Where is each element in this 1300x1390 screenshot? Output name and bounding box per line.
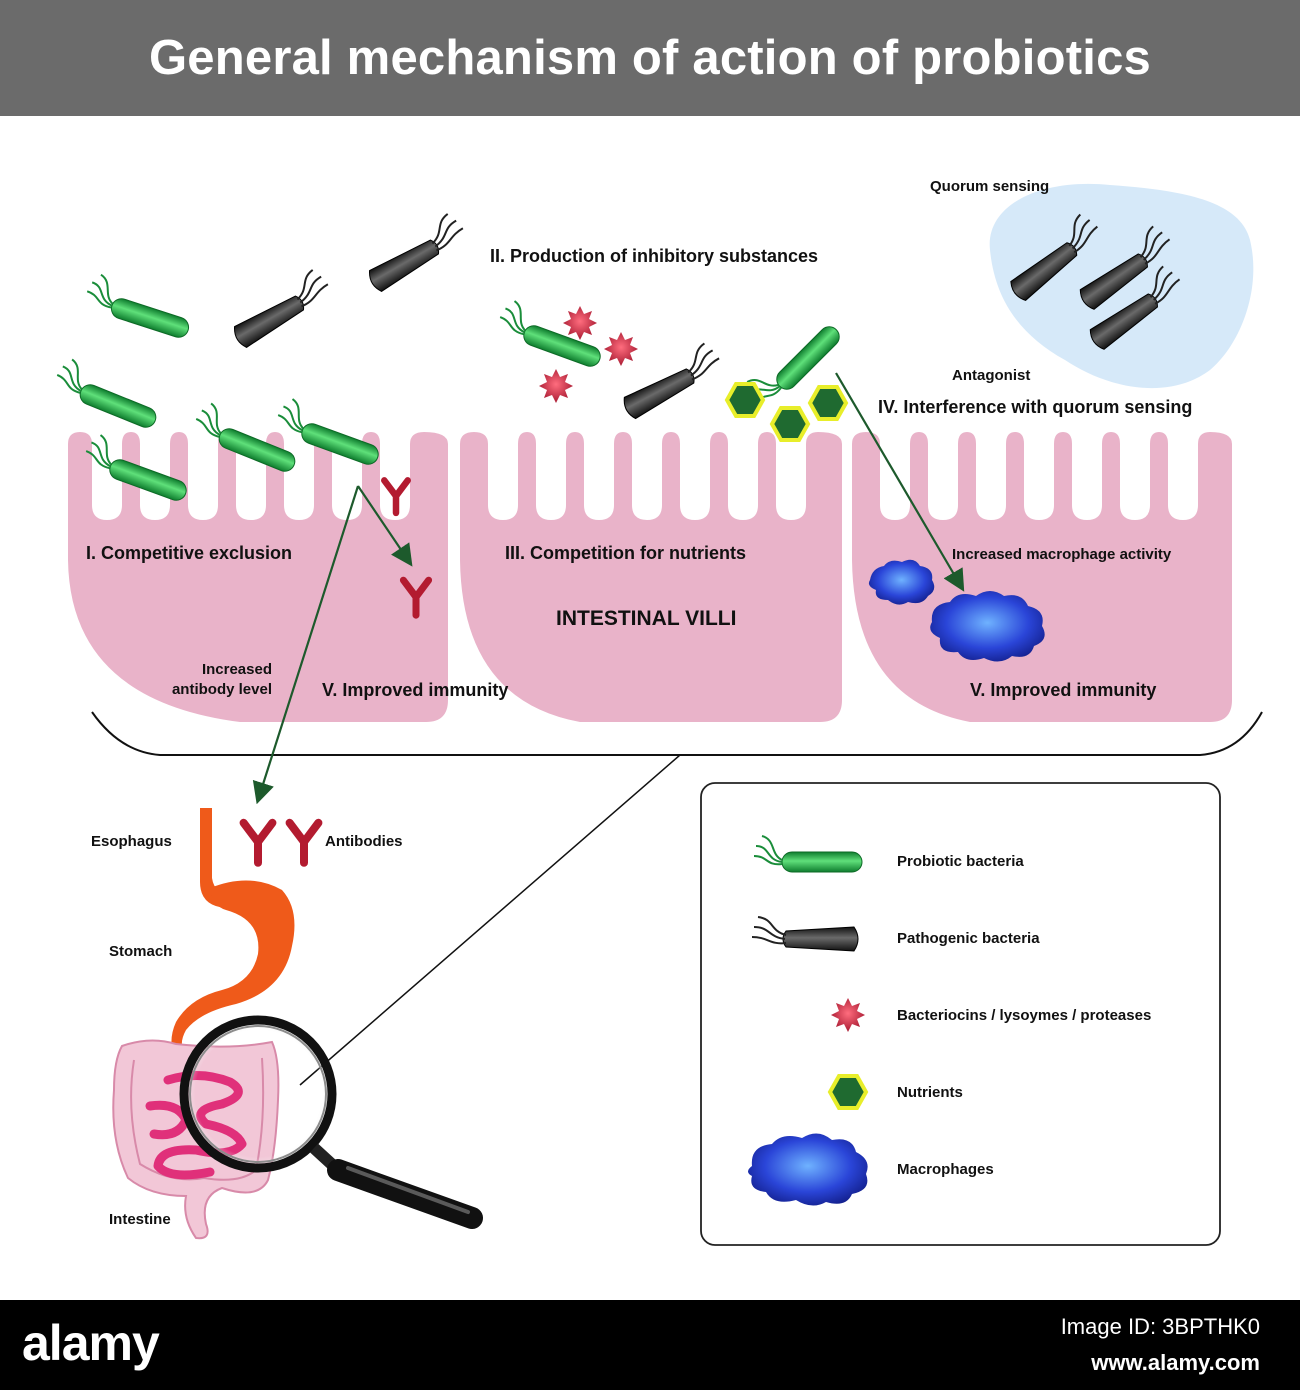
legend-label: Pathogenic bacteria [897, 930, 1040, 947]
arrow-to-antibody [357, 485, 413, 567]
zoom-line-left [299, 754, 681, 1086]
villi-left [68, 432, 448, 722]
label-increased-antibody-2: antibody level [172, 681, 272, 698]
antibody-icon [384, 480, 407, 513]
label-production-inhibitory: II. Production of inhibitory substances [490, 246, 818, 266]
label-intestine: Intestine [109, 1211, 171, 1228]
esophagus [200, 808, 226, 908]
diagram-canvas: Quorum sensing II. Production of inhibit… [50, 178, 1263, 1246]
bacteriocins [539, 306, 638, 403]
probiotic-bacterium [189, 399, 305, 476]
label-improved-immunity-right: V. Improved immunity [970, 680, 1156, 700]
label-macrophage-activity: Increased macrophage activity [952, 546, 1172, 563]
legend: Probiotic bacteria Pathogenic bacteria B… [700, 782, 1221, 1246]
footer-bar: alamy Image ID: 3BPTHK0 www.alamy.com [0, 1300, 1300, 1390]
label-antagonist: Antagonist [952, 367, 1030, 384]
legend-label: Macrophages [897, 1161, 994, 1178]
nutrients [724, 382, 849, 442]
footer-url: www.alamy.com [1091, 1350, 1260, 1375]
magnifying-glass-icon [179, 1015, 483, 1229]
antibody-icon [244, 823, 273, 863]
footer-brand: alamy [22, 1315, 160, 1371]
label-esophagus: Esophagus [91, 833, 172, 850]
label-competitive-exclusion: I. Competitive exclusion [86, 543, 292, 563]
footer-image-id: Image ID: 3BPTHK0 [1060, 1314, 1260, 1339]
bacteriocin-icon [831, 998, 865, 1032]
label-stomach: Stomach [109, 943, 172, 960]
antibody-icon [290, 823, 319, 863]
label-intestinal-villi: INTESTINAL VILLI [556, 607, 736, 630]
pathogenic-bacterium [225, 265, 336, 351]
nutrient-icon [827, 1074, 869, 1110]
legend-label: Nutrients [897, 1084, 963, 1101]
macrophage-large [930, 591, 1045, 662]
legend-label: Bacteriocins / lysoymes / proteases [897, 1007, 1151, 1024]
arrow-to-body [252, 485, 360, 805]
macrophage-small [868, 559, 935, 605]
label-antibodies: Antibodies [325, 833, 403, 850]
label-increased-antibody-1: Increased [202, 661, 272, 678]
stomach [171, 880, 295, 1064]
probiotic-bacterium [81, 271, 198, 341]
villi-middle [460, 432, 842, 722]
pathogenic-bacterium [615, 339, 727, 422]
arrow-to-macrophage [835, 372, 965, 592]
label-interference-quorum: IV. Interference with quorum sensing [878, 397, 1192, 417]
pathogenic-bacterium [360, 209, 471, 295]
label-improved-immunity-left: V. Improved immunity [322, 680, 508, 700]
label-competition-nutrients: III. Competition for nutrients [505, 543, 746, 563]
title-banner: General mechanism of action of probiotic… [0, 0, 1300, 116]
label-quorum-sensing: Quorum sensing [930, 178, 1049, 195]
legend-label: Probiotic bacteria [897, 853, 1024, 870]
probiotic-bacterium [50, 355, 166, 432]
macrophage-icon [748, 1133, 868, 1206]
page-title: General mechanism of action of probiotic… [148, 31, 1151, 85]
